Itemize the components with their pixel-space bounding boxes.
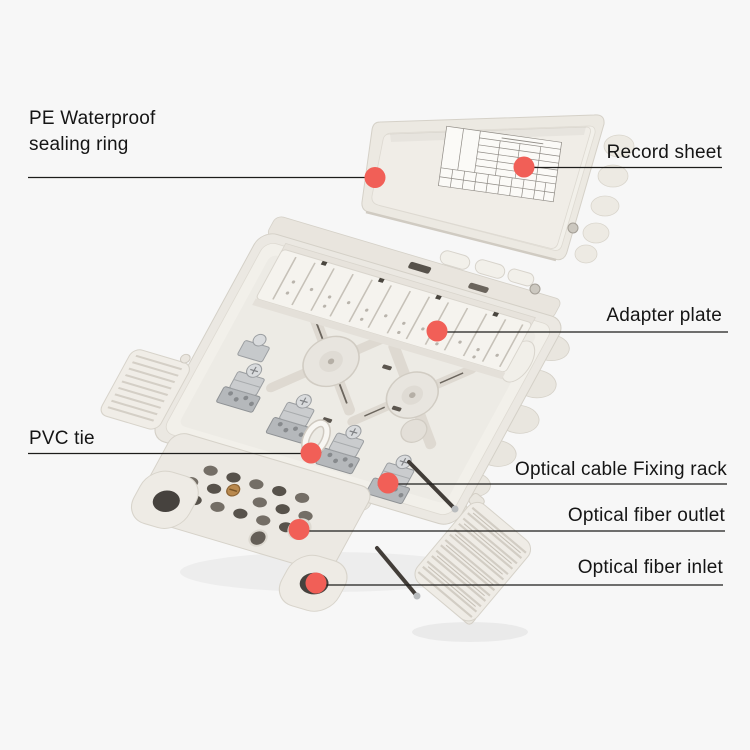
- marker-optical-fiber-outlet: [288, 519, 310, 540]
- cable-gland-left: [130, 470, 199, 529]
- hinges: [439, 250, 541, 295]
- label-optical-cable-fixing-rack: Optical cable Fixing rack: [515, 459, 727, 480]
- back-wall-slot: [408, 261, 432, 274]
- back-wall-slot: [468, 282, 489, 293]
- record-sheet: [437, 125, 563, 203]
- label-pe-waterproof-sealing-ring: PE Waterproof sealing ring: [29, 108, 156, 155]
- marker-optical-cable-fixing-rack: [377, 472, 399, 494]
- marker-adapter-plate: [426, 320, 448, 342]
- lid-screw: [567, 222, 579, 234]
- mounting-pins: [375, 460, 457, 598]
- pin-tip: [451, 505, 459, 513]
- fiber-outlet-port: [248, 529, 268, 547]
- callout-markers: [288, 156, 535, 594]
- marker-optical-fiber-inlet: [305, 572, 327, 594]
- fiber-routing-area: [266, 307, 478, 450]
- lid-bottom-shade: [365, 210, 557, 262]
- hinge-screw: [529, 283, 541, 295]
- lid: [361, 114, 635, 264]
- marker-pe-waterproof-sealing-ring: [364, 167, 386, 188]
- fixing-rack-block: [414, 493, 532, 625]
- pin-tip: [413, 592, 421, 600]
- box-body: [100, 216, 570, 612]
- marker-pvc-tie: [300, 442, 322, 464]
- label-optical-fiber-outlet: Optical fiber outlet: [567, 505, 725, 526]
- label-pvc-tie: PVC tie: [29, 428, 95, 449]
- marker-record-sheet: [513, 156, 535, 178]
- brass-screw: [226, 483, 241, 497]
- callout-lines: [28, 166, 728, 586]
- lid-scalloped-edge: [574, 134, 635, 264]
- label-optical-fiber-inlet: Optical fiber inlet: [577, 557, 723, 578]
- label-adapter-plate: Adapter plate: [606, 305, 722, 326]
- cable-entry-block: [130, 433, 371, 612]
- adapter-plate: [252, 242, 536, 383]
- label-record-sheet: Record sheet: [606, 142, 722, 163]
- side-fixing-rack: [100, 349, 191, 430]
